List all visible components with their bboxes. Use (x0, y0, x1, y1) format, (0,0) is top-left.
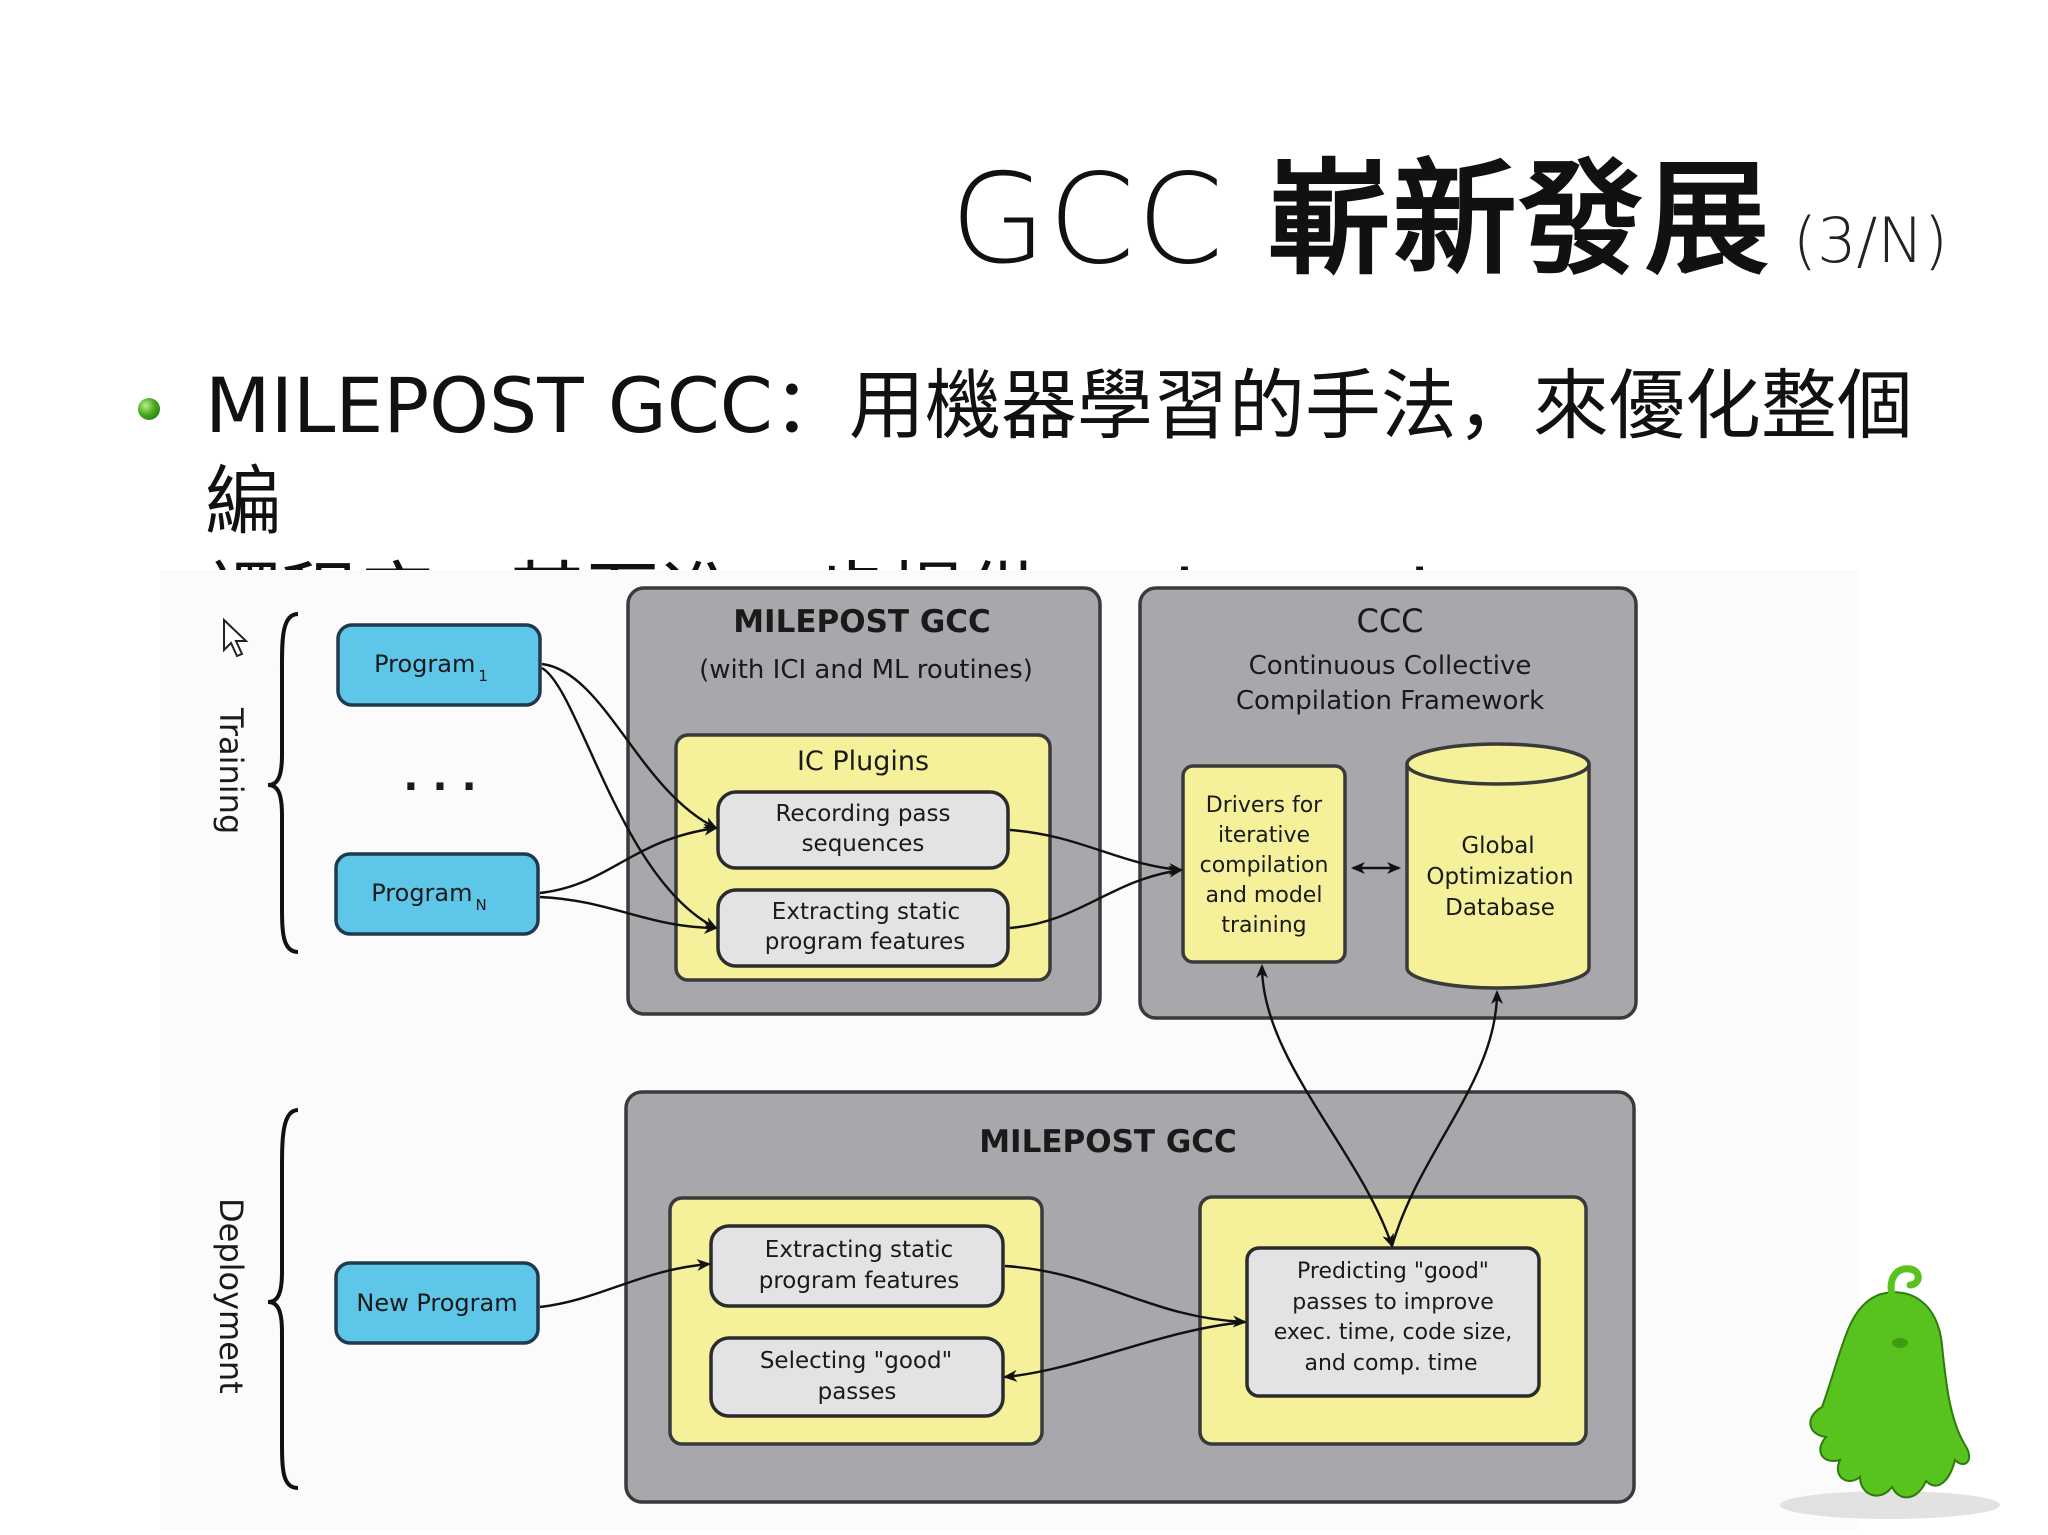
database-line-2: Optimization (1426, 864, 1573, 890)
extracting-bottom-line-1: Extracting static (765, 1237, 953, 1263)
program-ellipsis: . . . (403, 754, 476, 800)
predicting-line-1: Predicting "good" (1297, 1259, 1489, 1284)
program-n-name: Program (371, 879, 472, 907)
ccc-subtitle-2: Compilation Framework (1236, 686, 1544, 716)
deployment-brace (267, 1108, 299, 1490)
training-brace (267, 612, 299, 954)
predicting-line-2: passes to improve (1292, 1290, 1494, 1315)
milepost-gcc-training-container: MILEPOST GCC (with ICI and ML routines) … (626, 586, 1102, 1016)
database-line-3: Database (1445, 895, 1555, 921)
selecting-line-1: Selecting "good" (760, 1348, 952, 1374)
ccc-container: CCC Continuous Collective Compilation Fr… (1138, 586, 1638, 1020)
milepost-top-title: MILEPOST GCC (733, 604, 991, 640)
ccc-subtitle-1: Continuous Collective (1249, 651, 1532, 681)
arrow-p1-to-recording (541, 662, 718, 830)
arrow-predicting-to-selecting (1003, 1320, 1246, 1382)
predicting-line-4: and comp. time (1304, 1351, 1477, 1376)
arrow-extracting-to-drivers (1009, 865, 1183, 930)
arrow-drivers-predicting (1256, 964, 1394, 1248)
drivers-line-1: Drivers for (1206, 793, 1323, 818)
mascot-icon (1780, 1265, 2000, 1519)
arrow-extracting-to-predicting (1004, 1264, 1247, 1328)
arrow-recording-to-drivers (1009, 828, 1183, 875)
selecting-line-2: passes (818, 1379, 897, 1405)
extracting-top-line-2: program features (765, 929, 966, 955)
ccc-title: CCC (1356, 602, 1423, 640)
drivers-line-3: compilation (1200, 853, 1329, 878)
diagram-arrows (539, 662, 1503, 1382)
program-n-subscript: N (476, 896, 487, 914)
training-label: Training (212, 707, 250, 834)
title-main-text: GCC 嶄新發展 (950, 148, 1771, 292)
recording-line-1: Recording pass (775, 801, 950, 827)
arrow-pn-to-recording (539, 823, 718, 895)
arrow-p1-to-extracting (541, 666, 718, 930)
program-1-name: Program (374, 650, 475, 678)
arrow-database-predicting (1390, 990, 1503, 1247)
deployment-label: Deployment (212, 1198, 250, 1394)
program-1-subscript: 1 (478, 667, 488, 685)
arrow-new-program-to-extracting (539, 1259, 711, 1309)
new-program-label: New Program (356, 1289, 517, 1317)
new-program-box: New Program (334, 1261, 540, 1345)
extracting-top-line-1: Extracting static (772, 899, 960, 925)
recording-line-2: sequences (802, 831, 925, 857)
drivers-line-4: and model (1206, 883, 1323, 908)
drivers-line-2: iterative (1218, 823, 1310, 848)
milepost-bottom-title: MILEPOST GCC (979, 1124, 1237, 1160)
bullet-line-1: MILEPOST GCC：用機器學習的手法，來優化整個編 (205, 361, 1913, 546)
slide-title: GCC 嶄新發展 (3/N) (950, 118, 1948, 298)
arrow-pn-to-extracting (539, 895, 718, 934)
predicting-line-3: exec. time, code size, (1274, 1320, 1513, 1345)
database-line-1: Global (1461, 833, 1534, 859)
drivers-line-5: training (1221, 913, 1306, 938)
ic-plugins-title: IC Plugins (797, 746, 929, 777)
bullet-dot-icon (138, 398, 160, 420)
cursor-arrow-icon (223, 617, 249, 658)
milepost-top-subtitle: (with ICI and ML routines) (699, 655, 1033, 685)
title-page-counter: (3/N) (1792, 204, 1948, 277)
extracting-bottom-line-2: program features (759, 1268, 960, 1294)
global-optimization-database-cylinder (1405, 742, 1591, 990)
